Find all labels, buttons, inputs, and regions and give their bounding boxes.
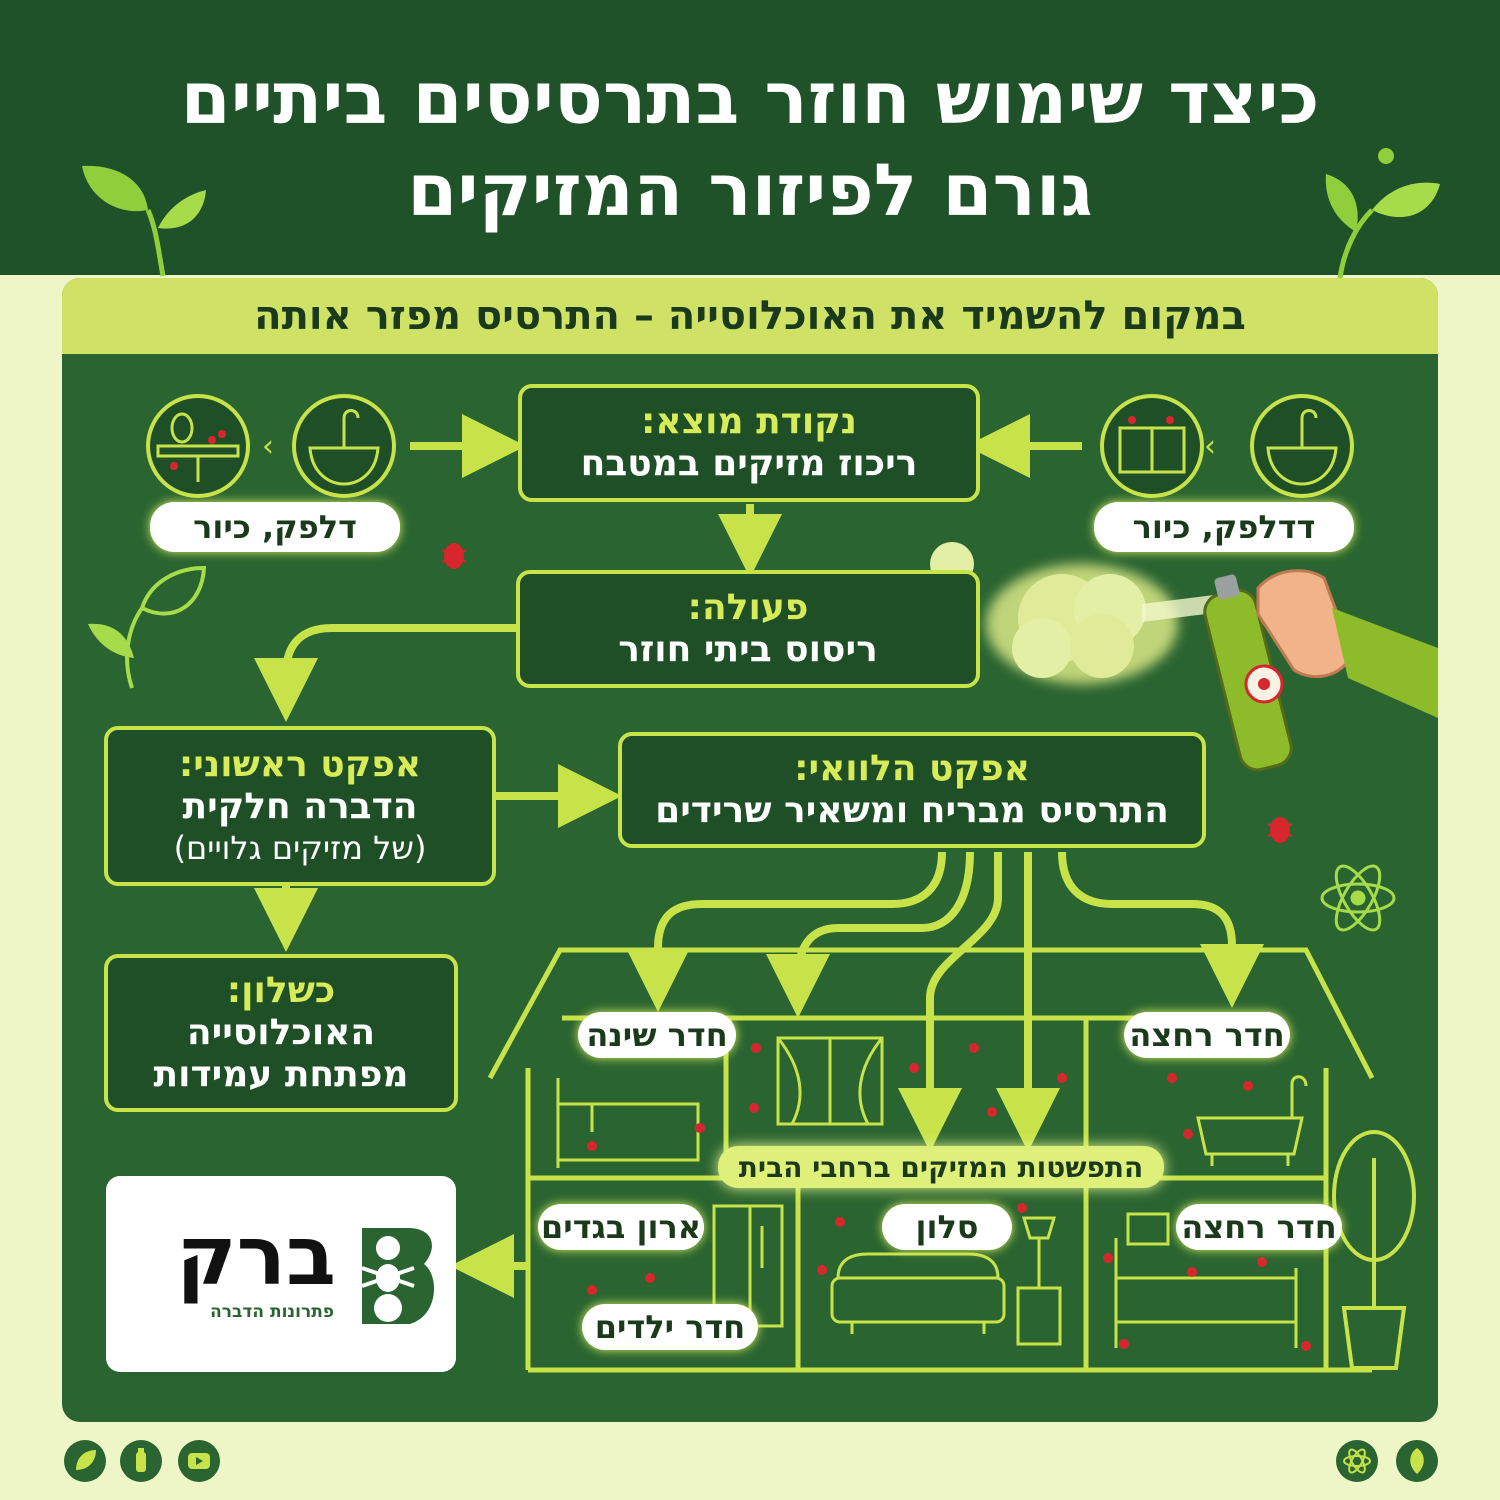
logo-wordmark: ברק: [176, 1209, 336, 1304]
room-label-bathroom-top: חדר רחצה: [1124, 1012, 1290, 1058]
spray-social-icon[interactable]: [120, 1440, 162, 1482]
bathtub-icon: [1196, 1075, 1308, 1166]
counter-icon: [146, 394, 250, 498]
title-line-1: כיצד שימוש חוזר בתרסיסים ביתיים: [180, 56, 1320, 140]
failure-line1: האוכלוסייה: [186, 1012, 376, 1053]
logo-card: ברק פתרונות הדברה: [106, 1176, 456, 1372]
ant-logo-icon: [361, 1228, 435, 1324]
sofa-icon: [830, 1252, 1006, 1334]
room-label-bedroom: חדר שינה: [578, 1012, 736, 1058]
sink-icon: [1250, 394, 1354, 498]
failure-line2: מפתחת עמידות: [153, 1054, 409, 1095]
spread-label: התפשטות המזיקים ברחבי הבית: [718, 1146, 1164, 1188]
logo-tagline: פתרונות הדברה: [210, 1302, 334, 1322]
start-box: נקודת מוצא: ריכוז מזיקים במטבח: [518, 384, 980, 502]
side-effect-box: אפקט הלוואי: התרסיס מבריח ומשאיר שרידים: [618, 732, 1206, 848]
kids-bed-icon: [1114, 1212, 1298, 1348]
bed-icon: [556, 1078, 700, 1168]
spray-can-icon: [1203, 574, 1293, 772]
right-source-label: דדלפק, כיור: [1094, 502, 1354, 552]
primary-note: (של מזיקים גלויים): [173, 829, 427, 867]
atom-icon: [1320, 864, 1396, 932]
lamp-icon: [1016, 1216, 1062, 1346]
room-label-living: סלון: [882, 1204, 1012, 1250]
hand-icon: [1256, 569, 1438, 718]
chevron-right-icon: ›: [1204, 429, 1216, 464]
leaf-icon: [88, 565, 207, 689]
action-heading: פעולה:: [687, 587, 809, 628]
spray-cloud-icon: [930, 542, 1222, 684]
diagram-panel: במקום להשמיד את האוכלוסייה – התרסיס מפזר…: [62, 278, 1438, 1422]
subtitle-bar: במקום להשמיד את האוכלוסייה – התרסיס מפזר…: [62, 278, 1438, 354]
hand-leaf-social-icon[interactable]: [1396, 1440, 1438, 1482]
atom-social-icon[interactable]: [1336, 1440, 1378, 1482]
red-bug-icon: [441, 543, 467, 569]
video-social-icon[interactable]: [178, 1440, 220, 1482]
failure-box: כשלון: האוכלוסייה מפתחת עמידות: [104, 954, 458, 1112]
sink-icon: [292, 394, 396, 498]
leaf-social-icon[interactable]: [64, 1440, 106, 1482]
kitchen-cabinet-icon: [1100, 394, 1204, 498]
arrow-action-to-primary: [254, 624, 516, 722]
primary-effect-box: אפקט ראשוני: הדברה חלקית (של מזיקים גלוי…: [104, 726, 496, 886]
window-icon: [776, 1036, 884, 1126]
primary-heading: אפקט ראשוני:: [178, 744, 422, 785]
spread-arrows: [626, 851, 1264, 1152]
room-label-wardrobe: ארון בגדים: [538, 1204, 704, 1250]
sprout-right-icon: [1325, 148, 1440, 279]
chevron-left-icon: ›: [262, 429, 274, 464]
failure-heading: כשלון:: [226, 970, 336, 1011]
title-line-2: גורם לפיזור המזיקים: [407, 148, 1093, 232]
room-label-kids: חדר ילדים: [582, 1304, 758, 1350]
side-heading: אפקט הלוואי:: [794, 748, 1030, 789]
potted-plant-icon: [1332, 1130, 1416, 1370]
start-heading: נקודת מוצא:: [641, 401, 857, 442]
room-label-bathroom-bottom: חדר רחצה: [1176, 1204, 1342, 1250]
header-banner: כיצד שימוש חוזר בתרסיסים ביתיים גורם לפי…: [0, 0, 1500, 279]
sprout-left-icon: [82, 165, 206, 277]
left-source-label: דלפק, כיור: [150, 502, 400, 552]
action-text: ריסוס ביתי חוזר: [618, 629, 878, 670]
red-bug-icon: [1267, 817, 1293, 843]
primary-text: הדברה חלקית: [182, 786, 418, 827]
start-text: ריכוז מזיקים במטבח: [580, 443, 918, 484]
side-text: התרסיס מבריח ומשאיר שרידים: [655, 790, 1169, 831]
action-box: פעולה: ריסוס ביתי חוזר: [516, 570, 980, 688]
